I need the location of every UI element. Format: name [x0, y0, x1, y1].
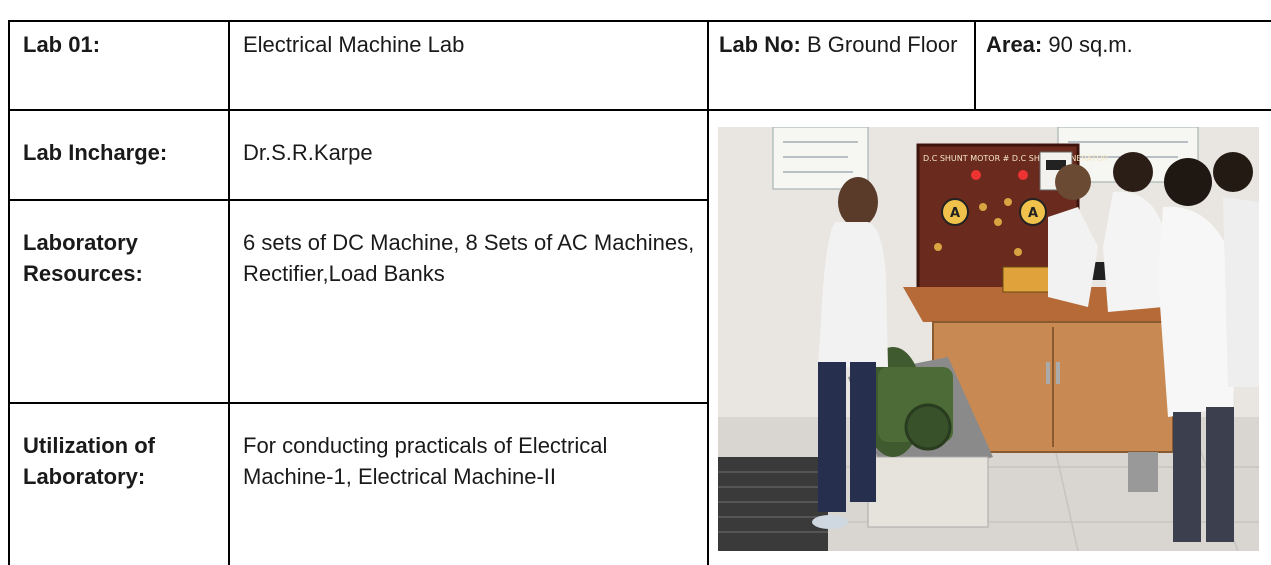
lab-area-label: Area: [986, 32, 1043, 57]
resources-label: Laboratory Resources: [23, 230, 143, 286]
row-divider-2 [8, 199, 709, 201]
lab-location-value: B Ground Floor [807, 32, 958, 57]
lab-area: Area: 90 sq.m. [986, 29, 1133, 60]
col-divider-2 [707, 20, 709, 565]
utilization-value: For conducting practicals of Electrical … [243, 433, 608, 489]
lab-location: Lab No: B Ground Floor [719, 29, 964, 60]
col-divider-3 [974, 20, 976, 110]
meter-label-2: A [1028, 206, 1038, 221]
lab-number-label: Lab 01: [23, 32, 101, 57]
lab-incharge-label: Lab Incharge: [23, 140, 168, 165]
lab-name: Electrical Machine Lab [243, 32, 465, 57]
lab-location-label: Lab No: [719, 32, 801, 57]
row-divider-1 [8, 109, 1271, 111]
col-divider-1 [228, 20, 230, 565]
lab-area-value: 90 sq.m. [1048, 32, 1133, 57]
resources-value: 6 sets of DC Machine, 8 Sets of AC Machi… [243, 230, 695, 286]
utilization-label: Utilization of Laboratory: [23, 433, 155, 489]
meter-label-1: A [950, 206, 960, 221]
panel-title-text: D.C SHUNT MOTOR # D.C SHUNT GENERATOR [923, 154, 1109, 163]
lab-photo: D.C SHUNT MOTOR # D.C SHUNT GENERATOR A … [718, 127, 1259, 551]
row-divider-3 [8, 402, 709, 404]
lab-incharge-value: Dr.S.R.Karpe [243, 140, 373, 165]
table-border-left [8, 20, 10, 565]
lab-photo-illustration: D.C SHUNT MOTOR # D.C SHUNT GENERATOR A … [718, 127, 1259, 551]
table-border-top [8, 20, 1271, 22]
